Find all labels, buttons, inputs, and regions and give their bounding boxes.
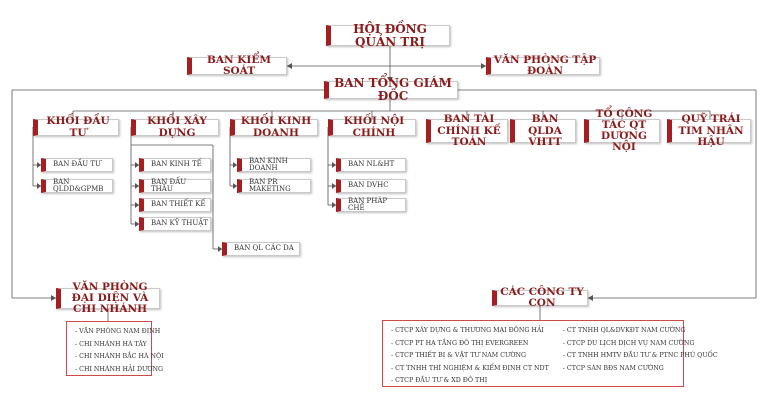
list-item: - VĂN PHÒNG NAM ĐỊNH xyxy=(75,328,161,335)
sub-ban-ql-cac-da: BAN QL CÁC DA xyxy=(222,242,300,256)
block-noi-chinh: KHỐI NỘI CHÍNH xyxy=(328,116,416,138)
sub-ban-kinh-te: BAN KINH TẾ xyxy=(139,158,211,172)
block-tai-chinh: BAN TÀI CHÍNH KẾ TOÁN xyxy=(426,114,508,147)
block-dau-tu: KHỐI ĐẦU TƯ xyxy=(33,116,119,138)
list-item: - CT TNHH QL&DVKĐT NAM CƯỜNG xyxy=(562,327,686,334)
sub-ban-dau-tu: BAN ĐẦU TƯ xyxy=(41,158,113,172)
list-item: - CT TNHH HMTV ĐẦU TƯ & PTNC PHÚ QUỐC xyxy=(562,352,718,360)
list-item: - CHI NHÁNH HẢI DƯƠNG xyxy=(75,365,164,373)
list-item: - CTCP THIẾT BỊ & VẬT TƯ NAM CƯỜNG xyxy=(391,352,527,360)
block-xay-dung: KHỐI XÂY DỰNG xyxy=(131,116,219,138)
list-item: - CTCP PT HẠ TẦNG ĐÔ THỊ EVERGREEN xyxy=(391,339,529,347)
list-item: - CTCP SÀN BĐS NAM CƯỜNG xyxy=(562,364,664,372)
companies-box: CÁC CÔNG TY CON xyxy=(492,286,588,309)
block-kinh-doanh: KHỐI KINH DOANH xyxy=(230,116,318,138)
list-item: - CHI NHÁNH BẮC HÀ NỘI xyxy=(75,353,164,361)
sub-ban-qldd: BAN QLDD&GPMB xyxy=(41,178,113,193)
board-box: HỘI ĐỒNG QUẢN TRỊ xyxy=(326,23,450,48)
ceo-box: BAN TỔNG GIÁM ĐỐC xyxy=(324,77,458,102)
sub-ban-thiet-ke: BAN THIẾT KẾ xyxy=(139,198,211,212)
companies-left-column: - CTCP XÂY DỰNG & THƯƠNG MẠI ĐÔNG HẢI - … xyxy=(391,325,549,388)
sub-ban-dvhc: BAN DVHC xyxy=(336,179,406,193)
office-box: VĂN PHÒNG TẬP ĐOÀN xyxy=(486,54,600,77)
block-quy: QUỸ TRÁI TIM NHÂN HẬU xyxy=(667,114,751,147)
sub-ban-ky-thuat: BAN KỸ THUẬT xyxy=(139,217,211,231)
sub-ban-kinh-doanh: BAN KINH DOANH xyxy=(237,157,311,172)
sub-ban-nl-ht: BAN NL&HT xyxy=(336,158,406,172)
list-item: - CTCP XÂY DỰNG & THƯƠNG MẠI ĐÔNG HẢI xyxy=(391,327,544,334)
block-qlda-vhtt: BAN QLDA VHTT xyxy=(510,114,576,147)
list-item: - CTCP DU LỊCH DỊCH VỤ NAM CƯỜNG xyxy=(562,339,695,347)
sub-ban-phap-che: BAN PHÁP CHẾ xyxy=(336,197,406,212)
rep-office-list: - VĂN PHÒNG NAM ĐỊNH - CHI NHÁNH HÀ TÂY … xyxy=(66,321,164,376)
sub-ban-dau-thau: BAN ĐẤU THẦU xyxy=(139,178,211,193)
control-box: BAN KIỂM SOÁT xyxy=(187,54,287,77)
sub-ban-pr-marketing: BAN PR MAKETING xyxy=(237,178,311,193)
companies-right-column: - CT TNHH QL&DVKĐT NAM CƯỜNG - CTCP DU L… xyxy=(563,325,718,388)
companies-list: - CTCP XÂY DỰNG & THƯƠNG MẠI ĐÔNG HẢI - … xyxy=(382,320,718,388)
block-cong-tac: TỔ CÔNG TÁC QT DƯƠNG NỘI xyxy=(584,108,660,153)
rep-office-box: VĂN PHÒNG ĐẠI DIỆN VÀ CHI NHÁNH xyxy=(56,281,160,315)
list-item: - CTCP ĐẦU TƯ & XD ĐÔ THỊ xyxy=(391,377,488,385)
list-item: - CHI NHÁNH HÀ TÂY xyxy=(75,340,147,348)
list-item: - CT TNHH THÍ NGHIỆM & KIỂM ĐỊNH CT NDT xyxy=(391,364,549,372)
